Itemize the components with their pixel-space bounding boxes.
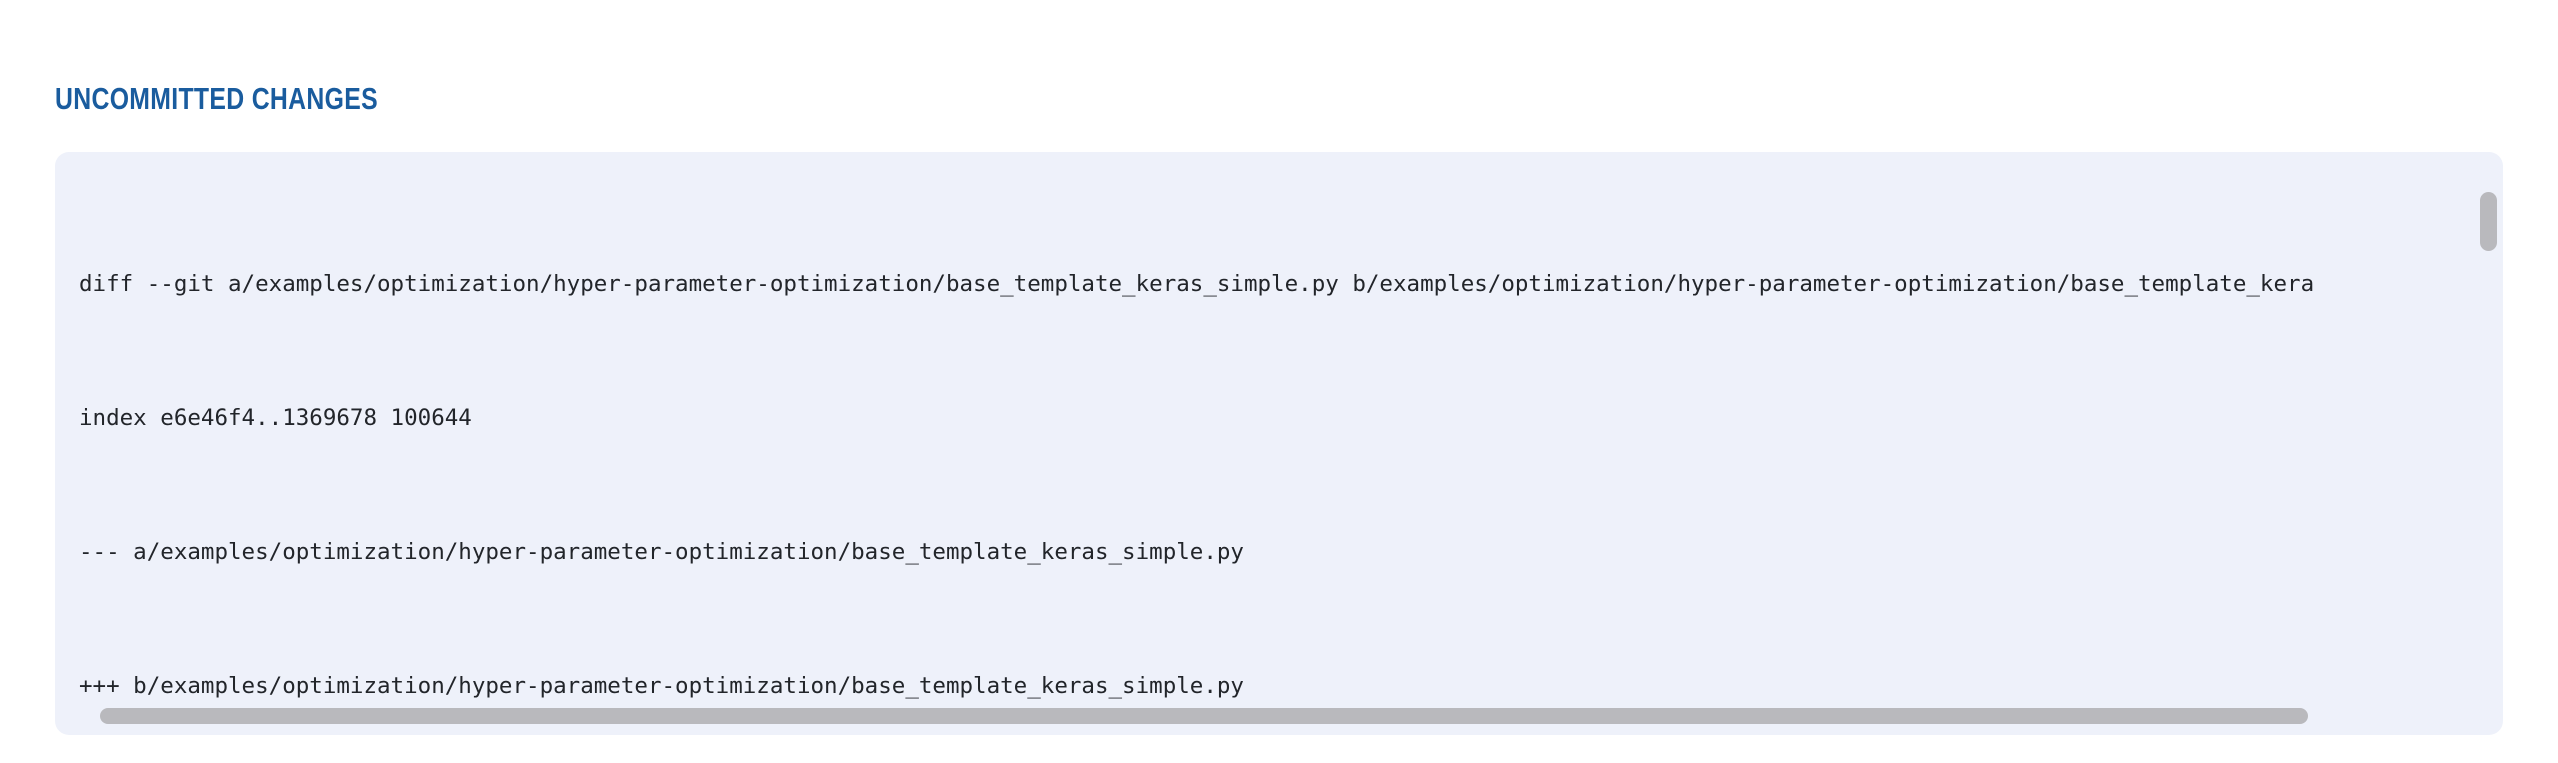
diff-line: index e6e46f4..1369678 100644 (79, 404, 472, 431)
diff-panel: diff --git a/examples/optimization/hyper… (55, 152, 2503, 735)
diff-line: --- a/examples/optimization/hyper-parame… (79, 538, 1244, 565)
diff-code-block: diff --git a/examples/optimization/hyper… (55, 173, 2314, 735)
diff-line: +++ b/examples/optimization/hyper-parame… (79, 672, 1244, 699)
horizontal-scrollbar-thumb[interactable] (100, 708, 2308, 724)
diff-line: diff --git a/examples/optimization/hyper… (79, 271, 2315, 298)
vertical-scrollbar[interactable] (2477, 156, 2499, 696)
page-title: UNCOMMITTED CHANGES (55, 81, 378, 116)
diff-scroll-area[interactable]: diff --git a/examples/optimization/hyper… (55, 152, 2503, 735)
vertical-scrollbar-thumb[interactable] (2480, 192, 2497, 251)
horizontal-scrollbar[interactable] (55, 708, 2503, 726)
